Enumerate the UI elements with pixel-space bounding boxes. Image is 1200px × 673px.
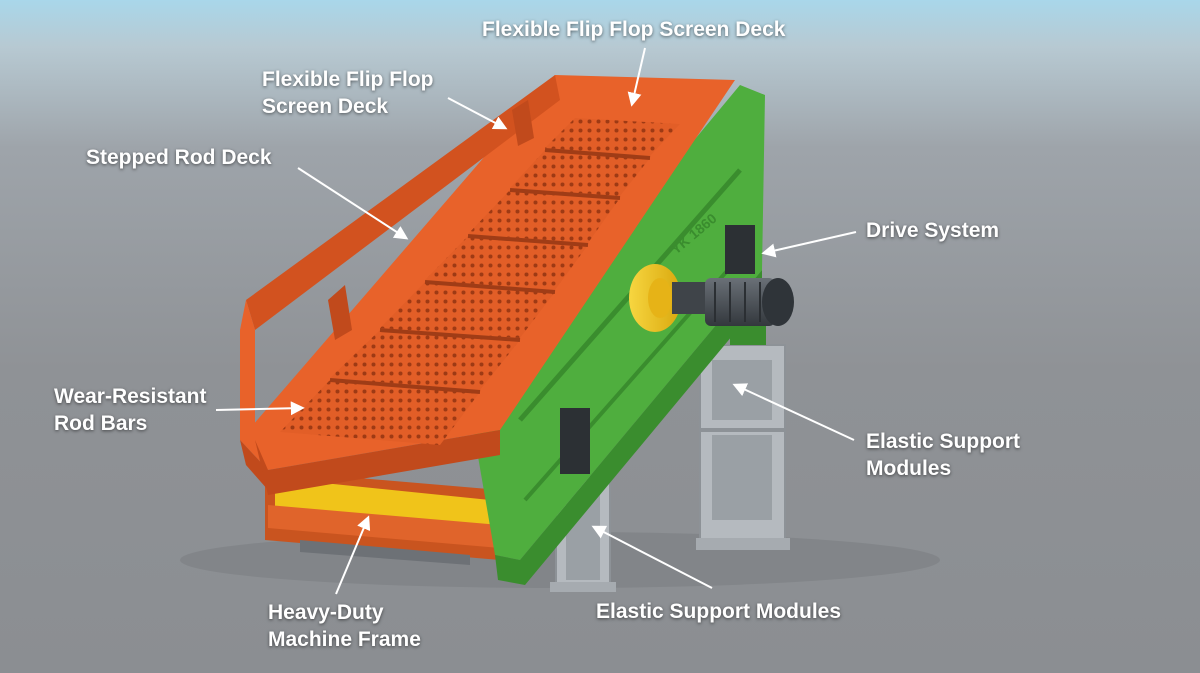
arrow-stepped-rod-deck (297, 167, 409, 240)
callout-arrows (215, 47, 857, 595)
label-elastic-support-right: Elastic Support Modules (866, 428, 1020, 482)
vibrator-exciter (629, 264, 708, 332)
arrow-flip-flop-deck (447, 97, 508, 130)
label-top-deck: Flexible Flip Flop Screen Deck (482, 18, 786, 41)
label-elastic-support-right-line1: Elastic Support (866, 430, 1021, 453)
label-heavy-duty-frame: Heavy-Duty Machine Frame (268, 599, 421, 653)
arrow-wear-resistant (215, 401, 305, 416)
spring-modules (557, 215, 766, 474)
support-tower-right (696, 344, 790, 550)
label-flip-flop-deck-line1: Flexible Flip Flop (262, 68, 434, 91)
arrow-top-deck (627, 47, 646, 107)
drive-motor (705, 278, 794, 326)
arrow-elastic-support-right (732, 383, 855, 441)
label-wear-resistant: Wear-Resistant Rod Bars (54, 383, 207, 437)
label-heavy-duty-frame-line1: Heavy-Duty (268, 601, 384, 624)
label-flip-flop-deck: Flexible Flip Flop Screen Deck (262, 66, 434, 120)
label-flip-flop-deck-line2: Screen Deck (262, 95, 389, 118)
label-heavy-duty-frame-line2: Machine Frame (268, 628, 421, 651)
label-wear-resistant-line2: Rod Bars (54, 412, 148, 435)
heavy-duty-machine-frame (265, 470, 500, 565)
stepped-rod-deck-panels (280, 118, 680, 445)
arrow-elastic-support-bottom (591, 525, 713, 589)
label-drive-system: Drive System (866, 219, 1000, 242)
label-stepped-rod-deck: Stepped Rod Deck (86, 146, 272, 169)
arrow-drive-system (761, 231, 857, 258)
label-elastic-support-bottom: Elastic Support Modules (596, 600, 842, 623)
label-wear-resistant-line1: Wear-Resistant (54, 385, 207, 408)
arrow-heavy-duty-frame (335, 515, 371, 595)
label-elastic-support-right-line2: Modules (866, 457, 952, 480)
